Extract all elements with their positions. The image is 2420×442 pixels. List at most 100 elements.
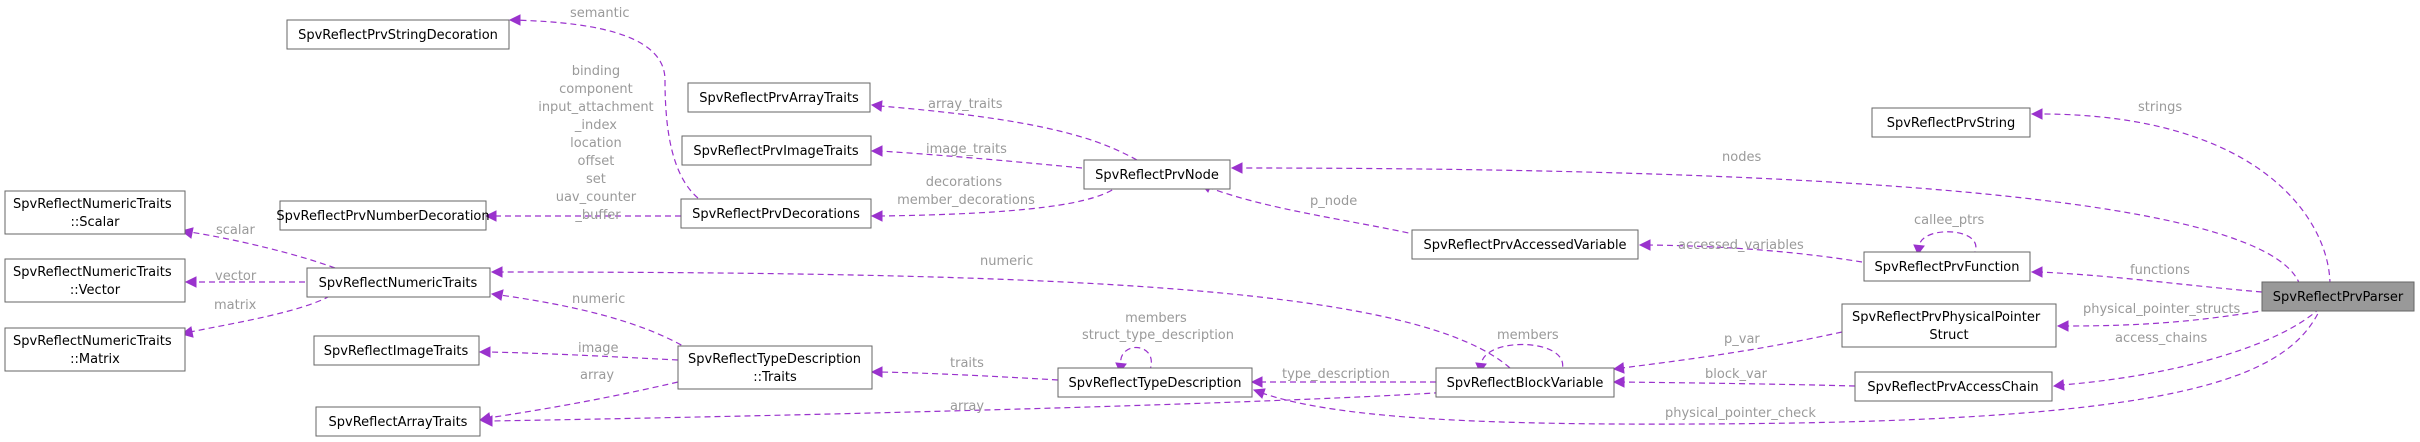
node-label: SpvReflectTypeDescription xyxy=(1069,376,1242,391)
label-struct-type-description: struct_type_description xyxy=(1082,328,1234,343)
edge-label-scalar: scalar xyxy=(216,223,255,238)
node-prv-function[interactable]: SpvReflectPrvFunction xyxy=(1863,251,2031,282)
label-buffer: _buffer xyxy=(574,208,621,223)
node-numeric-traits[interactable]: SpvReflectNumericTraits xyxy=(306,267,491,298)
edge-label-semantic: semantic xyxy=(570,6,630,21)
edge-label-callee-ptrs: callee_ptrs xyxy=(1914,213,1985,228)
node-label-line-2: ::Matrix xyxy=(70,352,120,367)
node-prv-image-traits[interactable]: SpvReflectPrvImageTraits xyxy=(681,135,872,166)
node-accessed-variable[interactable]: SpvReflectPrvAccessedVariable xyxy=(1411,229,1639,260)
node-label: SpvReflectPrvImageTraits xyxy=(693,144,858,159)
edge-label-physical-pointer-structs: physical_pointer_structs xyxy=(2083,302,2240,317)
edge-numeric-traits: numeric xyxy=(490,289,691,351)
node-label: SpvReflectImageTraits xyxy=(324,344,469,359)
node-number-decoration[interactable]: SpvReflectPrvNumberDecoration xyxy=(276,200,490,231)
edge-decorations: decorations member_decorations xyxy=(870,175,1121,222)
node-numeric-matrix[interactable]: SpvReflectNumericTraits ::Matrix xyxy=(4,327,186,372)
edge-p-node: p_node xyxy=(1201,182,1419,236)
node-prv-decorations[interactable]: SpvReflectPrvDecorations xyxy=(680,198,872,229)
node-label-line-2: Struct xyxy=(1929,328,1968,343)
edge-label-accessed-variables: accessed_variables xyxy=(1678,238,1804,253)
edges: semantic binding component input_attachm… xyxy=(180,6,2331,427)
label-member-decorations: member_decorations xyxy=(897,193,1035,208)
edge-numeric-block: numeric xyxy=(490,254,1511,369)
node-physical-pointer-struct[interactable]: SpvReflectPrvPhysicalPointer Struct xyxy=(1841,303,2057,348)
node-label: SpvReflectPrvAccessedVariable xyxy=(1423,238,1626,253)
node-label: SpvReflectPrvNode xyxy=(1095,168,1219,183)
node-image-traits[interactable]: SpvReflectImageTraits xyxy=(313,335,480,366)
edge-physical-pointer-check: physical_pointer_check xyxy=(1252,304,2323,425)
edge-label-array-traits: array_traits xyxy=(928,97,1003,112)
label-decorations: decorations xyxy=(926,175,1003,190)
node-label-line-2: ::Traits xyxy=(753,370,797,385)
node-label: SpvReflectPrvStringDecoration xyxy=(298,28,498,43)
edge-label-image-traits: image_traits xyxy=(926,142,1007,157)
edge-label-array-bv: array xyxy=(950,399,984,414)
edge-label-decorations-numbers: binding component input_attachment _inde… xyxy=(538,64,658,223)
node-label: SpvReflectPrvFunction xyxy=(1874,260,2019,275)
edge-label-nodes: nodes xyxy=(1722,150,1761,165)
node-label-line-2: ::Vector xyxy=(70,283,121,298)
node-label: SpvReflectPrvArrayTraits xyxy=(699,91,859,106)
edge-bv-members: members xyxy=(1475,328,1564,373)
edge-td-members: members struct_type_description xyxy=(1082,311,1234,373)
edge-type-description: type_description xyxy=(1250,367,1436,388)
label-component: component xyxy=(559,82,633,97)
edge-number-decorations: binding component input_attachment _inde… xyxy=(484,64,681,223)
node-label: SpvReflectBlockVariable xyxy=(1447,376,1604,391)
edge-label-numeric-block: numeric xyxy=(980,254,1033,269)
node-label-line-2: ::Scalar xyxy=(70,215,120,230)
label-location: location xyxy=(570,136,622,151)
edge-label-td-members: members struct_type_description xyxy=(1082,311,1234,343)
edge-array-td: array xyxy=(478,368,679,424)
node-block-variable[interactable]: SpvReflectBlockVariable xyxy=(1435,367,1615,398)
edge-functions: functions xyxy=(2030,263,2263,293)
node-label-line-1: SpvReflectPrvPhysicalPointer xyxy=(1852,310,2041,325)
node-numeric-scalar[interactable]: SpvReflectNumericTraits ::Scalar xyxy=(4,190,186,235)
node-type-description[interactable]: SpvReflectTypeDescription xyxy=(1057,367,1253,398)
node-access-chain[interactable]: SpvReflectPrvAccessChain xyxy=(1854,371,2053,402)
edge-label-array-td: array xyxy=(580,368,614,383)
node-label: SpvReflectPrvDecorations xyxy=(692,207,860,222)
edge-traits: traits xyxy=(870,356,1059,381)
node-label: SpvReflectPrvParser xyxy=(2273,290,2404,305)
edge-label-block-var: block_var xyxy=(1705,367,1768,382)
edge-label-numeric-traits: numeric xyxy=(572,292,625,307)
node-label: SpvReflectPrvString xyxy=(1887,116,2016,131)
node-prv-string[interactable]: SpvReflectPrvString xyxy=(1871,107,2031,138)
edge-label-physical-pointer-check: physical_pointer_check xyxy=(1665,406,1816,421)
label-set: set xyxy=(586,172,606,187)
edge-nodes: nodes xyxy=(1230,150,2301,286)
label-uav-counter: uav_counter xyxy=(556,190,637,205)
node-label-line-1: SpvReflectNumericTraits xyxy=(13,197,172,212)
edge-accessed-variables: accessed_variables xyxy=(1638,238,1863,263)
node-label: SpvReflectPrvNumberDecoration xyxy=(276,209,489,224)
node-array-traits[interactable]: SpvReflectArrayTraits xyxy=(315,406,481,437)
edge-label-vector: vector xyxy=(215,269,257,284)
edge-label-functions: functions xyxy=(2130,263,2190,278)
label-input-attachment: input_attachment xyxy=(538,100,653,115)
node-type-desc-traits[interactable]: SpvReflectTypeDescription ::Traits xyxy=(677,345,873,390)
edge-label-p-node: p_node xyxy=(1310,194,1357,209)
node-label: SpvReflectPrvAccessChain xyxy=(1867,380,2038,395)
edge-label-strings: strings xyxy=(2138,100,2182,115)
node-string-decoration[interactable]: SpvReflectPrvStringDecoration xyxy=(286,19,510,50)
node-label-line-1: SpvReflectNumericTraits xyxy=(13,334,172,349)
node-prv-parser[interactable]: SpvReflectPrvParser xyxy=(2261,281,2415,312)
edge-physical-pointer-structs: physical_pointer_structs xyxy=(2056,302,2279,332)
edge-semantic: semantic xyxy=(508,6,707,205)
edge-label-access-chains: access_chains xyxy=(2115,331,2208,346)
edge-vector: vector xyxy=(184,269,305,288)
node-prv-array-traits[interactable]: SpvReflectPrvArrayTraits xyxy=(687,82,871,113)
label-index: _index xyxy=(574,118,617,133)
edge-array-bv: array xyxy=(480,391,1451,427)
edge-array-traits: array_traits xyxy=(870,97,1138,161)
node-prv-node[interactable]: SpvReflectPrvNode xyxy=(1083,159,1231,190)
edge-p-var: p_var xyxy=(1612,331,1843,374)
edge-label-image: image xyxy=(578,341,619,356)
node-numeric-vector[interactable]: SpvReflectNumericTraits ::Vector xyxy=(4,258,186,303)
edge-image-traits: image_traits xyxy=(870,142,1083,169)
edge-access-chains: access_chains xyxy=(2052,307,2321,391)
nodes: SpvReflectPrvStringDecoration SpvReflect… xyxy=(4,19,2415,437)
